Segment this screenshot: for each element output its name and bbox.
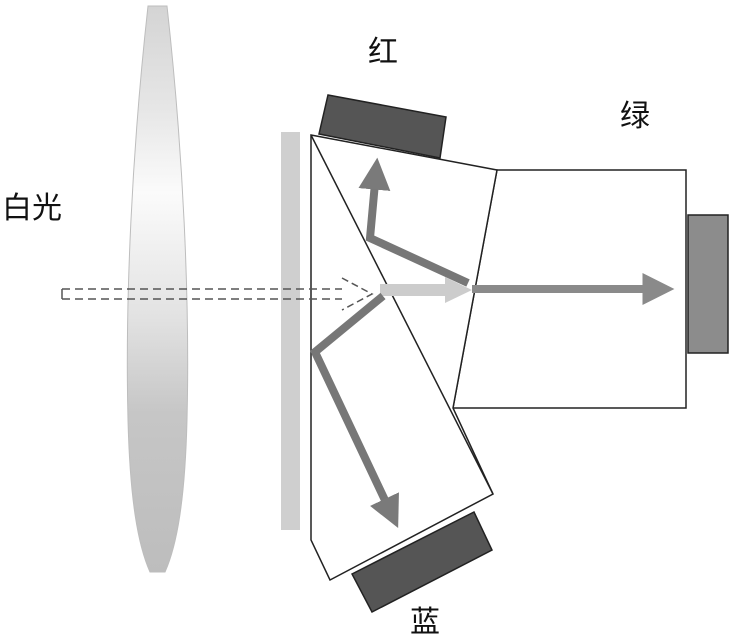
white-transmitted-beam bbox=[380, 277, 472, 303]
dichroic-surface bbox=[310, 134, 494, 495]
blue-sensor bbox=[350, 510, 493, 614]
red-beam bbox=[358, 157, 470, 287]
label-red: 红 bbox=[368, 35, 398, 70]
filter-bar bbox=[281, 132, 300, 530]
label-white-light: 白光 bbox=[2, 191, 62, 226]
label-green: 绿 bbox=[620, 99, 650, 134]
red-sensor bbox=[318, 94, 447, 159]
blue-beam bbox=[310, 292, 399, 529]
white-light-beam bbox=[61, 277, 374, 311]
label-blue: 蓝 bbox=[410, 605, 440, 640]
green-sensor bbox=[687, 214, 729, 354]
